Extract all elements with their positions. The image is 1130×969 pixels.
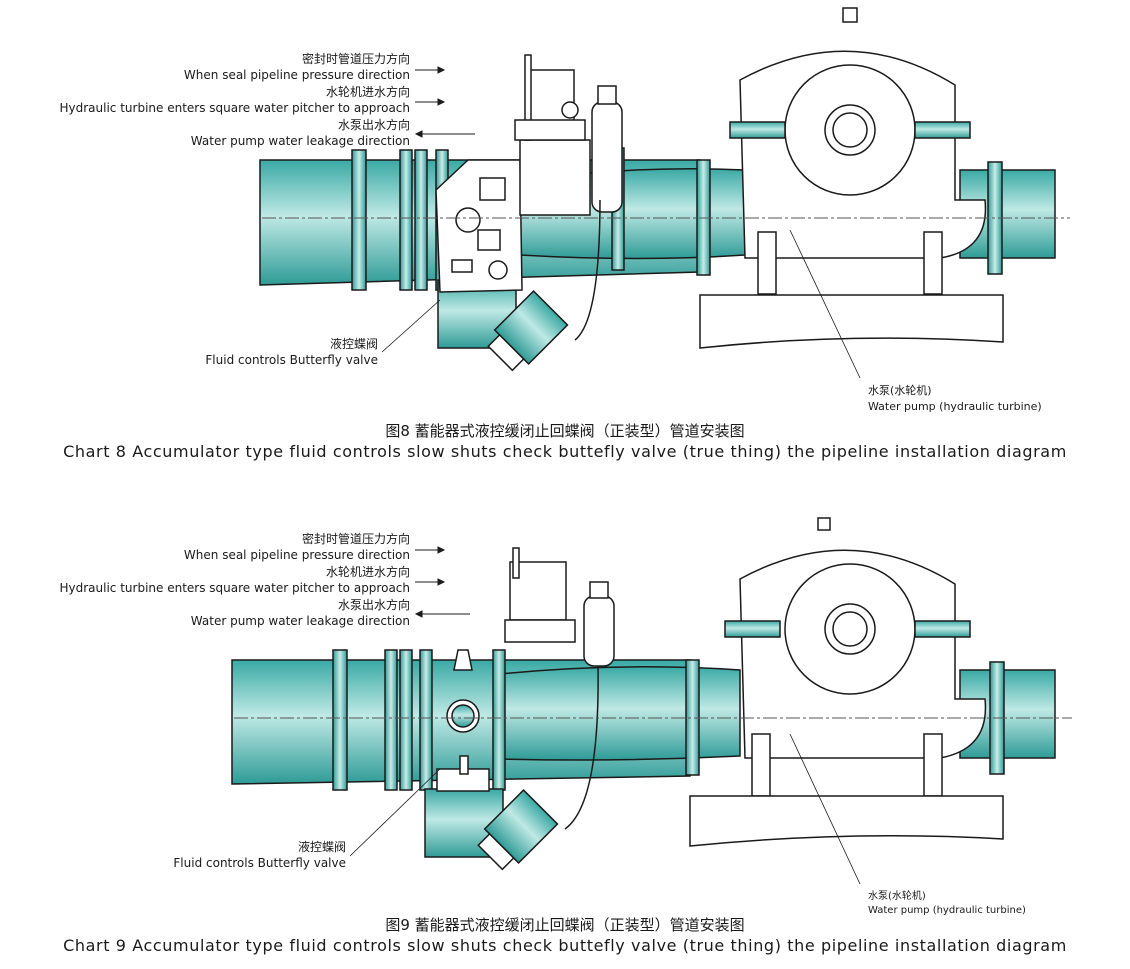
label-pump-outlet-cn: 水泵出水方向 (337, 598, 410, 612)
caption-cn: 图9 蓄能器式液控缓闭止回蝶阀（正装型）管道安装图 (385, 916, 745, 934)
accumulator (583, 595, 615, 667)
valve-gear (455, 207, 481, 233)
leader-pump (789, 733, 861, 885)
pump-band-left (729, 121, 786, 139)
label-pump-en: Water pump (hydraulic turbine) (868, 905, 1026, 916)
leader-pump (789, 229, 861, 379)
accumulator (591, 101, 623, 213)
cylinder-end (487, 333, 525, 372)
hydraulic-hose (574, 199, 601, 341)
installation-drawing-2 (231, 517, 1072, 885)
pressure-gauge (561, 101, 579, 119)
pump-leg (923, 733, 943, 797)
pump-top-lug (842, 7, 858, 23)
pump-base (689, 795, 1004, 847)
valve-gear-box (477, 229, 501, 251)
flange (399, 649, 413, 791)
diagram-panel-2: 密封时管道压力方向 When seal pipeline pressure di… (0, 484, 1130, 969)
label-seal-pressure-cn: 密封时管道压力方向 (301, 52, 410, 66)
label-turbine-inlet-en: Hydraulic turbine enters square water pi… (59, 101, 411, 115)
label-seal-pressure-en: When seal pipeline pressure direction (183, 68, 410, 82)
pump-shaft (832, 112, 868, 148)
pump-band-left (724, 620, 781, 638)
accumulator-cap (597, 85, 617, 105)
flange (492, 649, 506, 791)
pump-band-right (914, 620, 971, 638)
label-turbine-inlet-en: Hydraulic turbine enters square water pi… (59, 581, 411, 595)
installation-drawing-1 (259, 7, 1070, 379)
pump-top-lug (817, 517, 831, 531)
label-pump-outlet-cn: 水泵出水方向 (337, 118, 410, 132)
label-pump-outlet-en: Water pump water leakage direction (190, 134, 410, 148)
label-valve-en: Fluid controls Butterfly valve (205, 353, 378, 367)
label-pump-cn: 水泵(水轮机) (868, 891, 926, 902)
caption-en: Chart 8 Accumulator type fluid controls … (63, 442, 1067, 461)
flange (414, 149, 428, 291)
accumulator-cap (589, 581, 609, 599)
motor-rod (512, 547, 520, 579)
pump-leg (751, 733, 771, 797)
caption-cn: 图8 蓄能器式液控缓闭止回蝶阀（正装型）管道安装图 (385, 422, 745, 440)
pump-leg (923, 231, 943, 295)
caption-en: Chart 9 Accumulator type fluid controls … (63, 936, 1067, 955)
label-valve-cn: 液控蝶阀 (297, 840, 346, 854)
valve-indicator (451, 259, 473, 273)
label-pump-en: Water pump (hydraulic turbine) (868, 400, 1042, 413)
flange (419, 649, 433, 791)
motor-base (504, 619, 576, 643)
flange (384, 649, 398, 791)
label-turbine-inlet-cn: 水轮机进水方向 (325, 565, 410, 579)
cylinder-end (477, 832, 515, 871)
reducer (499, 666, 741, 761)
flange (332, 649, 348, 791)
pump-leg (757, 231, 777, 295)
label-turbine-inlet-cn: 水轮机进水方向 (325, 85, 410, 99)
pump-shaft (832, 611, 868, 647)
leader-valve (381, 299, 441, 353)
pump-band-right (914, 121, 971, 139)
label-seal-pressure-en: When seal pipeline pressure direction (183, 548, 410, 562)
hydraulic-tank (519, 139, 591, 216)
flange (399, 149, 413, 291)
pump-base (699, 294, 1004, 349)
hydraulic-hose (564, 665, 599, 830)
diagram-panel-1: 密封时管道压力方向 When seal pipeline pressure di… (0, 0, 1130, 484)
label-seal-pressure-cn: 密封时管道压力方向 (301, 532, 410, 546)
label-valve-cn: 液控蝶阀 (329, 337, 378, 351)
valve-fitting (453, 649, 473, 671)
valve-gear-box (479, 177, 506, 201)
label-pump-cn: 水泵(水轮机) (868, 384, 932, 397)
flange (351, 149, 367, 291)
label-valve-en: Fluid controls Butterfly valve (173, 856, 346, 870)
label-pump-outlet-en: Water pump water leakage direction (190, 614, 410, 628)
leader-valve (349, 768, 441, 857)
valve-hub (488, 260, 508, 280)
valve-stem (459, 755, 469, 775)
motor-base (514, 119, 586, 141)
